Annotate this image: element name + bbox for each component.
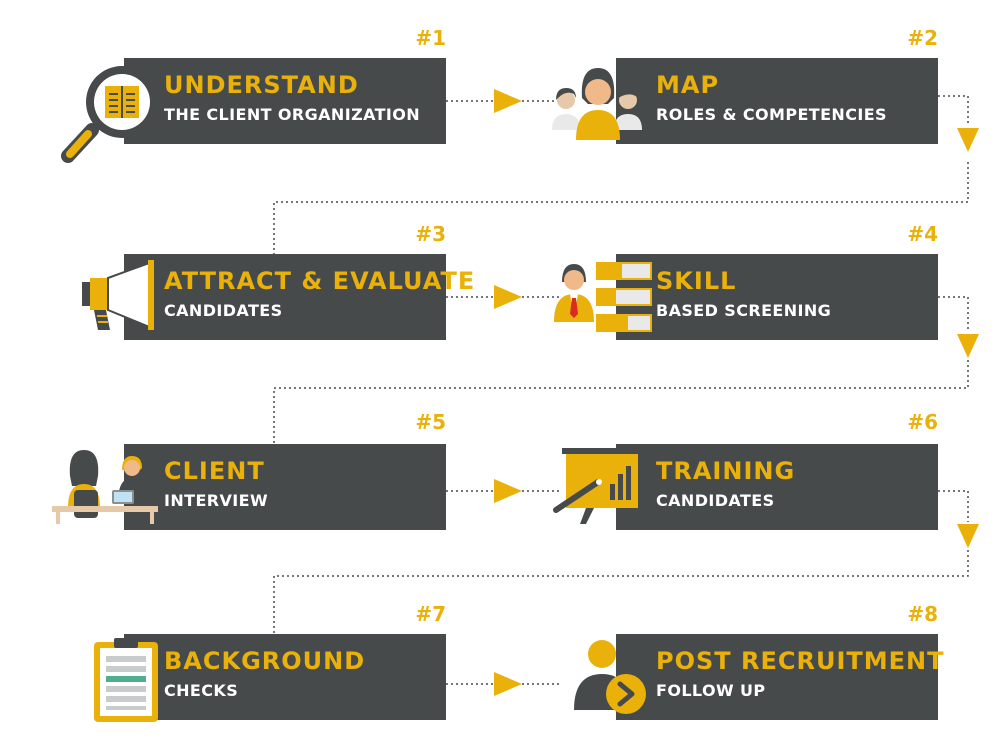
step-subtitle: ROLES & COMPETENCIES — [656, 105, 887, 124]
arrow-right-icon — [494, 672, 522, 696]
arrow-right-icon — [494, 89, 522, 113]
presentation-board-icon — [553, 448, 642, 524]
connector-6-down — [938, 490, 969, 522]
step-subtitle: CANDIDATES — [656, 491, 775, 510]
step-card-map: MAP ROLES & COMPETENCIES — [616, 58, 938, 144]
person-skill-bars-icon — [554, 262, 652, 332]
step-card-attract: ATTRACT & EVALUATE CANDIDATES — [124, 254, 474, 340]
step-card-skill: SKILL BASED SCREENING — [616, 254, 938, 340]
step-title: CLIENT — [164, 457, 265, 485]
people-group-icon — [552, 68, 642, 140]
arrow-right-icon — [494, 479, 522, 503]
step-number: #3 — [415, 222, 446, 246]
step-subtitle: THE CLIENT ORGANIZATION — [164, 105, 421, 124]
interview-desk-icon — [52, 450, 158, 524]
magnifier-book-icon — [61, 66, 158, 163]
arrow-down-icon — [957, 524, 979, 548]
step-number: #1 — [415, 26, 446, 50]
step-subtitle: CHECKS — [164, 681, 239, 700]
person-next-arrow-icon — [574, 640, 646, 714]
step-title: TRAINING — [656, 457, 796, 485]
step-card-training: TRAINING CANDIDATES — [616, 444, 938, 530]
step-subtitle: FOLLOW UP — [656, 681, 766, 700]
connector-4-down — [938, 296, 969, 330]
step-subtitle: INTERVIEW — [164, 491, 269, 510]
step-title: UNDERSTAND — [164, 71, 359, 99]
step-subtitle: CANDIDATES — [164, 301, 283, 320]
step-title: ATTRACT & EVALUATE — [164, 267, 476, 295]
step-subtitle: BASED SCREENING — [656, 301, 832, 320]
step-card-post-recruitment: POST RECRUITMENT FOLLOW UP — [616, 634, 944, 720]
connector-2-down — [938, 95, 969, 126]
step-number: #6 — [907, 410, 938, 434]
step-card-understand: UNDERSTAND THE CLIENT ORGANIZATION — [124, 58, 446, 144]
step-number: #5 — [415, 410, 446, 434]
step-title: BACKGROUND — [164, 647, 366, 675]
step-number: #8 — [907, 602, 938, 626]
megaphone-icon — [82, 260, 154, 330]
step-card-background: BACKGROUND CHECKS — [124, 634, 446, 720]
step-title: MAP — [656, 71, 720, 99]
step-number: #7 — [415, 602, 446, 626]
arrow-down-icon — [957, 334, 979, 358]
step-card-client: CLIENT INTERVIEW — [124, 444, 446, 530]
arrow-down-icon — [957, 128, 979, 152]
clipboard-checklist-icon — [94, 638, 158, 722]
step-title: POST RECRUITMENT — [656, 647, 945, 675]
arrow-right-icon — [494, 285, 522, 309]
step-number: #2 — [907, 26, 938, 50]
step-number: #4 — [907, 222, 938, 246]
step-title: SKILL — [656, 267, 737, 295]
